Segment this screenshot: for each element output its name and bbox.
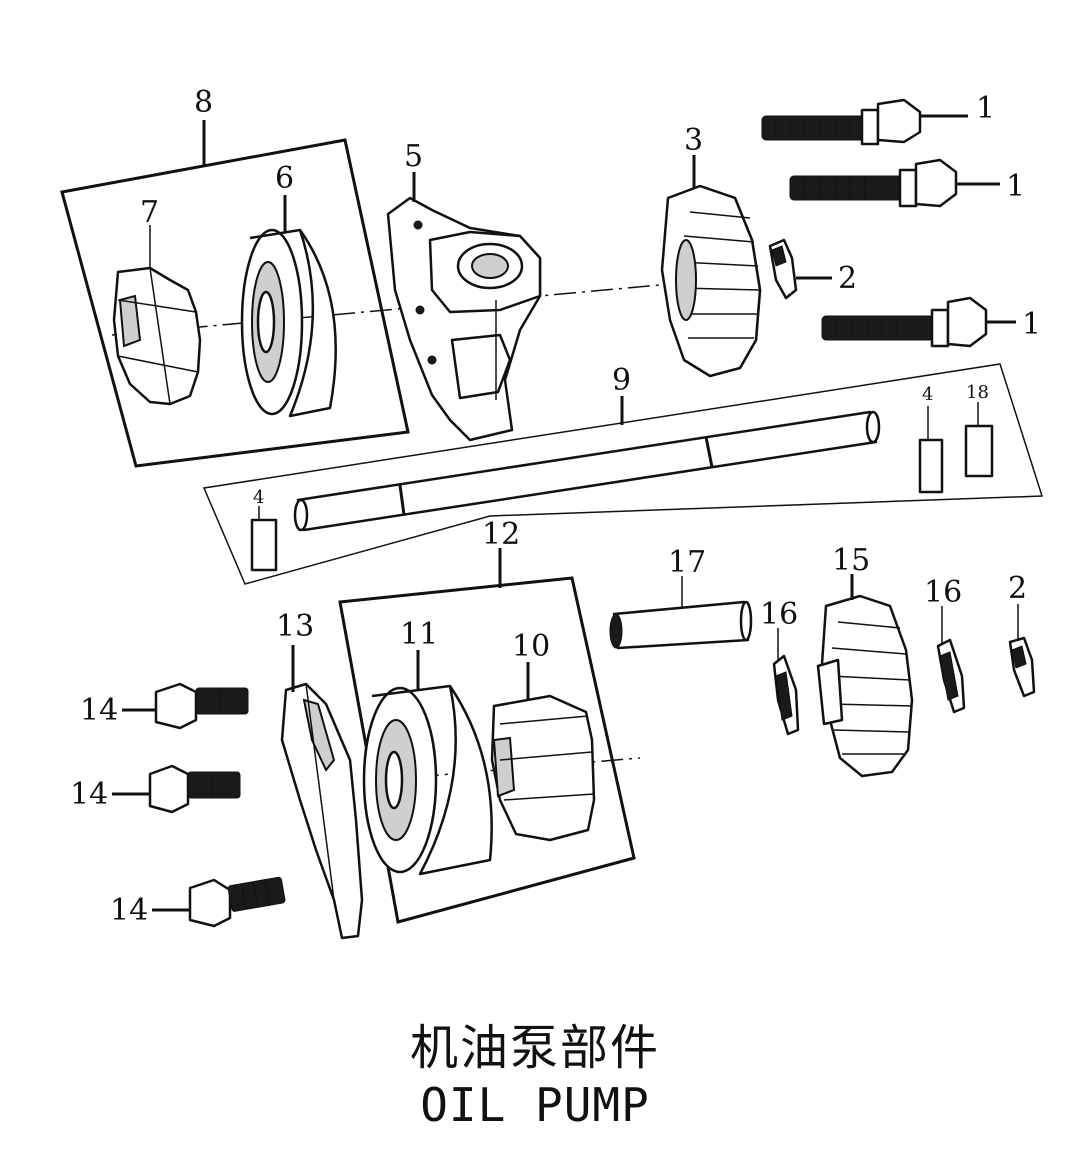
callout-13: 13: [276, 609, 314, 644]
sleeve-17: [609, 600, 753, 650]
callout-1c: 1: [1022, 307, 1041, 342]
callout-16-left: 16: [760, 597, 798, 632]
flange-bolt-1b: [789, 158, 958, 208]
callout-16-right: 16: [924, 575, 962, 610]
callout-4-right: 4: [922, 384, 933, 405]
callout-7: 7: [140, 195, 159, 230]
callout-4-left: 4: [253, 487, 264, 508]
group-frame-8: [60, 138, 410, 468]
hex-bolt-14b: [148, 764, 241, 814]
shaft-9: [293, 410, 881, 532]
callout-1b: 1: [1006, 169, 1025, 204]
callout-11: 11: [400, 617, 438, 652]
upper-axis-line: [111, 284, 661, 336]
title-chinese: 机油泵部件: [409, 1020, 660, 1076]
callout-18: 18: [966, 382, 989, 403]
callout-17: 17: [668, 545, 706, 580]
cover-plate-13: [280, 682, 364, 940]
shaft-frame-9: [202, 363, 1044, 585]
clip-2-lower: [1008, 636, 1036, 698]
gear-15: [816, 594, 914, 778]
hex-bolt-14c: [188, 876, 286, 928]
callout-12: 12: [482, 517, 520, 552]
outer-rotor-6: [240, 228, 337, 418]
clip-2-upper: [768, 238, 798, 300]
callout-14b: 14: [70, 777, 108, 812]
callout-3: 3: [684, 123, 703, 158]
title-english: OIL PUMP: [420, 1078, 650, 1132]
exploded-parts-diagram: 8 6 7 5 3 1 1 2 1 9 4 18 4 12 17 15 16 1…: [60, 85, 1044, 940]
callout-6: 6: [275, 161, 294, 196]
callout-2-lower: 2: [1008, 571, 1027, 606]
inner-rotor-10: [490, 694, 596, 842]
callout-8: 8: [194, 85, 213, 120]
outer-rotor-11: [362, 684, 493, 876]
pin-4-right: [918, 438, 944, 494]
callout-14c: 14: [110, 893, 148, 928]
flange-bolt-1a: [761, 98, 922, 146]
callout-5: 5: [404, 139, 423, 174]
gear-3: [660, 184, 762, 378]
callout-14a: 14: [80, 693, 118, 728]
clip-16-left: [772, 654, 800, 736]
callout-1a: 1: [976, 91, 995, 126]
callout-15: 15: [832, 543, 870, 578]
pin-18: [964, 424, 994, 478]
clip-16-right: [936, 638, 966, 714]
callout-10: 10: [512, 629, 550, 664]
pump-body-5: [386, 196, 542, 442]
pin-4-left: [250, 518, 278, 572]
callout-2-upper: 2: [838, 261, 857, 296]
inner-rotor-7: [112, 266, 202, 406]
hex-bolt-14a: [154, 682, 249, 730]
flange-bolt-1c: [821, 296, 988, 348]
callout-9: 9: [612, 363, 631, 398]
